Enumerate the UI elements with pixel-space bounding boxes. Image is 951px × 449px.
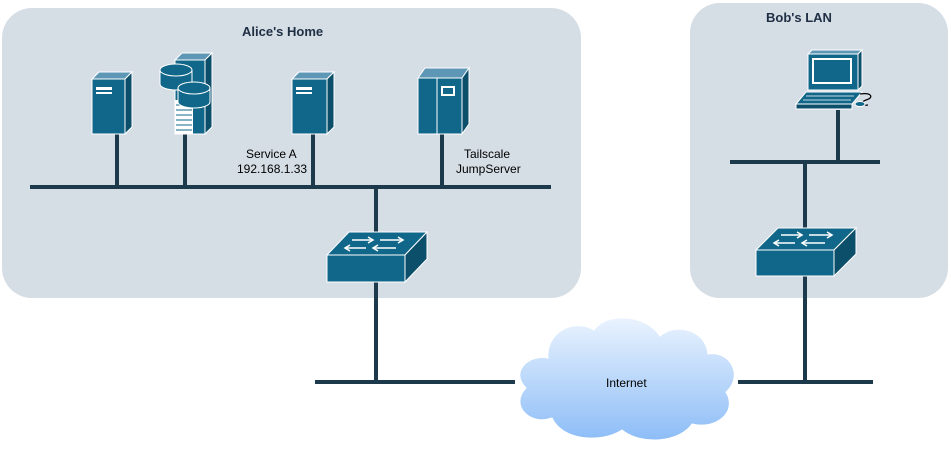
cloud-icon	[519, 317, 735, 441]
internet-label: Internet	[606, 376, 647, 390]
connections	[30, 110, 880, 384]
service-a-label: Service A	[246, 147, 297, 161]
switch-icon	[325, 230, 429, 284]
server-icon	[90, 70, 134, 136]
jumpserver-label-line1: Tailscale	[464, 147, 511, 161]
bob-lan-title: Bob's LAN	[766, 10, 832, 25]
bob-lan-zone	[690, 3, 948, 298]
service-a-ip: 192.168.1.33	[237, 162, 308, 176]
mainframe-icon	[417, 66, 470, 136]
switch-icon	[754, 226, 858, 278]
workstation-icon	[794, 48, 872, 110]
server-icon	[290, 70, 336, 136]
jumpserver-label-line2: JumpServer	[456, 162, 521, 176]
alice-home-title: Alice's Home	[242, 24, 324, 39]
database-server-icon	[159, 51, 214, 136]
